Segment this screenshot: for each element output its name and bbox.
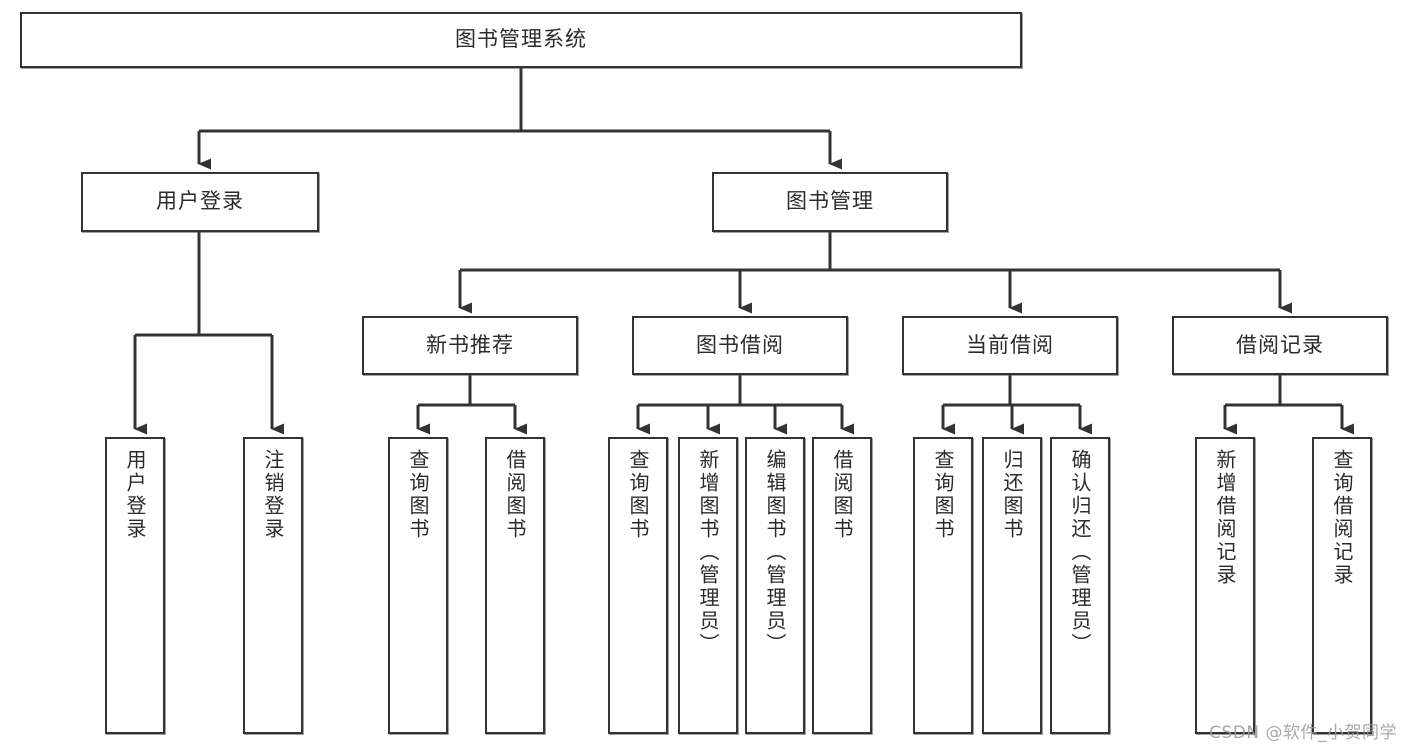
node-root-label: 图书管理系统 [455, 27, 587, 52]
node-leaf-borrow-book-2[interactable]: 借阅图书 [812, 437, 872, 734]
node-leaf-logout[interactable]: 注销登录 [243, 437, 303, 734]
node-leaf-query-book-1[interactable]: 查询图书 [388, 437, 448, 734]
node-current-borrow[interactable]: 当前借阅 [902, 316, 1118, 375]
node-leaf-add-book[interactable]: 新增图书（管理员） [678, 437, 738, 734]
node-leaf-return-book-label: 归还图书 [1000, 449, 1024, 541]
node-leaf-query-book-2-label: 查询图书 [626, 449, 650, 541]
node-leaf-add-book-label: 新增图书（管理员） [696, 449, 720, 656]
node-leaf-query-book-3-label: 查询图书 [931, 449, 955, 541]
node-leaf-query-book-3[interactable]: 查询图书 [913, 437, 973, 734]
node-user-login-label: 用户登录 [156, 189, 244, 214]
node-new-book-rec[interactable]: 新书推荐 [362, 316, 578, 375]
node-leaf-edit-book[interactable]: 编辑图书（管理员） [745, 437, 805, 734]
node-leaf-confirm-return-label: 确认归还（管理员） [1068, 449, 1092, 656]
node-book-borrow[interactable]: 图书借阅 [632, 316, 848, 375]
node-leaf-add-record-label: 新增借阅记录 [1213, 449, 1237, 587]
node-user-login[interactable]: 用户登录 [81, 172, 319, 232]
node-book-manage[interactable]: 图书管理 [712, 172, 948, 232]
node-borrow-record-label: 借阅记录 [1236, 332, 1324, 357]
node-leaf-logout-label: 注销登录 [261, 449, 285, 541]
node-leaf-return-book[interactable]: 归还图书 [982, 437, 1042, 734]
node-book-manage-label: 图书管理 [786, 189, 874, 214]
node-leaf-query-record[interactable]: 查询借阅记录 [1312, 437, 1372, 734]
node-leaf-edit-book-label: 编辑图书（管理员） [763, 449, 787, 656]
node-book-borrow-label: 图书借阅 [696, 332, 784, 357]
node-leaf-query-record-label: 查询借阅记录 [1330, 449, 1354, 587]
node-leaf-add-record[interactable]: 新增借阅记录 [1195, 437, 1255, 734]
node-leaf-user-login-label: 用户登录 [123, 449, 147, 541]
node-borrow-record[interactable]: 借阅记录 [1172, 316, 1388, 375]
node-new-book-rec-label: 新书推荐 [426, 332, 514, 357]
node-current-borrow-label: 当前借阅 [966, 332, 1054, 357]
node-leaf-borrow-book-2-label: 借阅图书 [830, 449, 854, 541]
node-leaf-query-book-1-label: 查询图书 [406, 449, 430, 541]
node-leaf-user-login[interactable]: 用户登录 [105, 437, 165, 734]
node-leaf-query-book-2[interactable]: 查询图书 [608, 437, 668, 734]
node-leaf-borrow-book-1-label: 借阅图书 [503, 449, 527, 541]
node-root[interactable]: 图书管理系统 [20, 12, 1022, 68]
watermark: CSDN @软件_小贺同学 [1209, 723, 1397, 743]
node-leaf-borrow-book-1[interactable]: 借阅图书 [485, 437, 545, 734]
node-leaf-confirm-return[interactable]: 确认归还（管理员） [1050, 437, 1110, 734]
